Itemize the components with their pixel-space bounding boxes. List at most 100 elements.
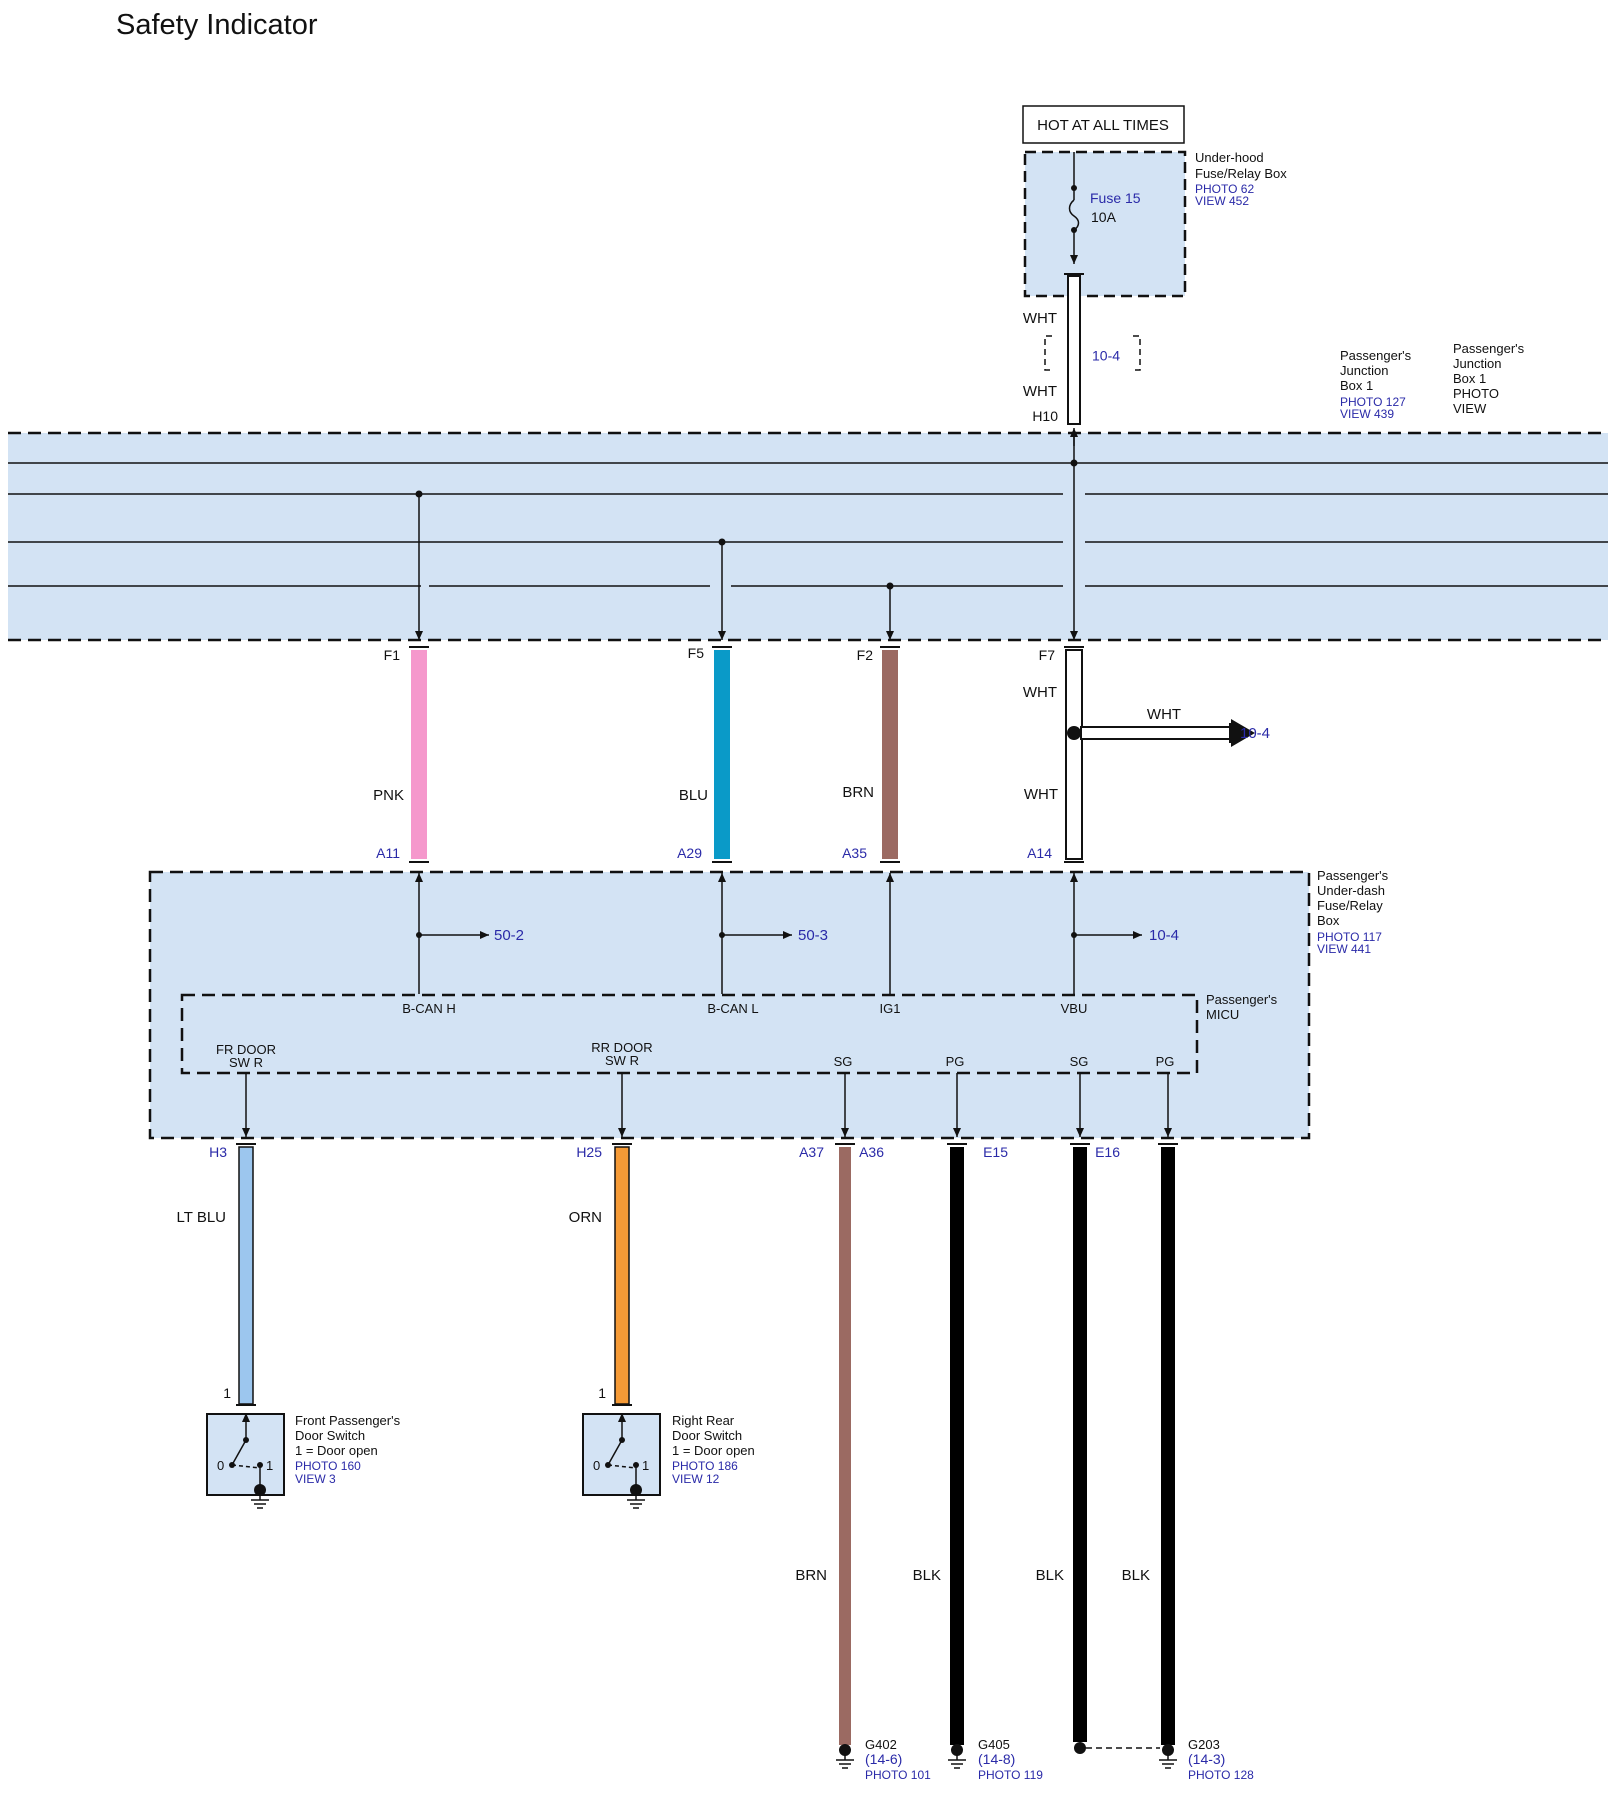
switch-2-label-3: 1 = Door open [672, 1443, 755, 1458]
lower-wire-blk [950, 1147, 964, 1745]
mid-wire-blu [714, 650, 730, 859]
top-wire-color-upper: WHT [1023, 310, 1057, 327]
front-passenger-door-switch: 1 0 1 Front Passenger's Door Switch 1 = … [206, 1385, 401, 1496]
underhood-box-label-1: Under-hood [1195, 150, 1264, 165]
branch-color-top: WHT [1023, 684, 1057, 701]
mid-wire-color-label: WHT [1024, 786, 1058, 803]
pin-f5: F5 [688, 645, 705, 661]
micu-pin-rrdoor-1: RR DOOR [591, 1040, 652, 1055]
jb-label-b-2: Junction [1453, 356, 1501, 371]
lower-wire-pin-label: A37 [799, 1144, 824, 1160]
micu-pin-pg-2: PG [1156, 1054, 1175, 1069]
ground-g203-ref: (14-3) [1188, 1751, 1225, 1767]
jb-view: VIEW 439 [1340, 407, 1394, 421]
switch-1-label-1: Front Passenger's [295, 1413, 401, 1428]
lower-wire-brn [839, 1147, 851, 1745]
underdash-label-2: Under-dash [1317, 883, 1385, 898]
ground-g405-ref: (14-8) [978, 1751, 1015, 1767]
jb-label-a-2: Junction [1340, 363, 1388, 378]
ground-symbols [251, 1484, 1177, 1769]
underhood-fuse-box [1023, 150, 1187, 298]
top-wht-wire [1067, 275, 1081, 425]
lower-wire-color-label: BLK [1122, 1567, 1150, 1584]
lower-wire-pin-label: E15 [983, 1144, 1008, 1160]
switch-1-pos0: 0 [217, 1458, 224, 1473]
jb-label-b-5: VIEW [1453, 401, 1487, 416]
switch-1-blade [231, 1439, 247, 1466]
top-wire-color-lower: WHT [1023, 383, 1057, 400]
mid-wire-color-label: BLU [679, 787, 708, 804]
hot-label: HOT AT ALL TIMES [1037, 117, 1169, 134]
lower-wire-blk [1073, 1147, 1087, 1742]
right-rear-door-switch: 1 0 1 Right Rear Door Switch 1 = Door op… [582, 1385, 755, 1496]
lower-wire-color-label: ORN [569, 1209, 602, 1226]
hot-label-box [1022, 105, 1185, 144]
mid-wire-pin-label: A11 [376, 845, 400, 861]
fuse-rating: 10A [1091, 209, 1117, 225]
micu-pin-bcanl: B-CAN L [707, 1001, 758, 1016]
pin-f7: F7 [1039, 647, 1056, 663]
switch-1-label-2: Door Switch [295, 1428, 365, 1443]
micu-pin-ig1: IG1 [880, 1001, 901, 1016]
ground-g405-photo: PHOTO 119 [978, 1768, 1043, 1782]
pin-f2: F2 [857, 647, 874, 663]
mid-wire-pin-label: A35 [842, 845, 867, 861]
ground-g405-name: G405 [978, 1737, 1010, 1752]
ground-g203-name: G203 [1188, 1737, 1220, 1752]
wht-branch-wire [1080, 726, 1232, 740]
micu-box [180, 993, 1199, 1075]
switch-1-pos1: 1 [266, 1458, 273, 1473]
ref-10-4-vbu: 10-4 [1149, 927, 1179, 944]
underdash-label-4: Box [1317, 913, 1340, 928]
lower-wire-pin-label: H25 [576, 1144, 602, 1160]
underdash-label-1: Passenger's [1317, 868, 1389, 883]
micu-pin-rrdoor-2: SW R [605, 1053, 639, 1068]
switch-2-pin: 1 [598, 1385, 606, 1401]
switch-2-link [607, 1464, 637, 1469]
micu-label-2: MICU [1206, 1007, 1239, 1022]
ground-icon-switch-2 [627, 1484, 645, 1509]
micu-pin-sg-1: SG [834, 1054, 853, 1069]
underhood-box-photo: PHOTO 62 [1195, 182, 1254, 196]
switch-2-view: VIEW 12 [672, 1472, 720, 1486]
jb-label-b-3: Box 1 [1453, 371, 1486, 386]
lower-wire-pin-label: E16 [1095, 1144, 1120, 1160]
branch-color-label: WHT [1147, 706, 1181, 723]
switch-1-view: VIEW 3 [295, 1472, 336, 1486]
underhood-box-view: VIEW 452 [1195, 194, 1249, 208]
micu-pin-vbu: VBU [1061, 1001, 1088, 1016]
switch-1-pin: 1 [223, 1385, 231, 1401]
ground-g402-name: G402 [865, 1737, 897, 1752]
mid-wire-brn [882, 650, 898, 859]
lower-wire-pin-label: A36 [859, 1144, 884, 1160]
lower-wire-lt-blu [238, 1146, 254, 1405]
lower-wire-pin-label: H3 [209, 1144, 227, 1160]
jb-label-a-3: Box 1 [1340, 378, 1373, 393]
underdash-label-3: Fuse/Relay [1317, 898, 1383, 913]
jb-label-b-4: PHOTO [1453, 386, 1499, 401]
ground-icon-g402 [836, 1744, 854, 1769]
ground-icon-g405 [948, 1744, 966, 1769]
ground-icon-g203 [1159, 1744, 1177, 1769]
switch-2-label-1: Right Rear [672, 1413, 735, 1428]
pin-h10: H10 [1032, 408, 1058, 424]
underdash-photo: PHOTO 117 [1317, 930, 1382, 944]
wht-branch-arrowhead [1229, 719, 1255, 747]
underdash-view: VIEW 441 [1317, 942, 1371, 956]
top-wire-connector-ref: 10-4 [1092, 348, 1120, 364]
ref-50-3: 50-3 [798, 927, 828, 944]
lower-wire-color-label: BLK [913, 1567, 941, 1584]
lower-wire-orn [614, 1146, 630, 1405]
mid-wire-wht [1065, 649, 1083, 860]
pin-f1: F1 [384, 647, 401, 663]
ground-icon-switch-1 [251, 1484, 269, 1509]
lower-wire-blk [1161, 1147, 1175, 1745]
micu-pin-pg-1: PG [946, 1054, 965, 1069]
switch-1-photo: PHOTO 160 [295, 1459, 361, 1473]
fuse-name: Fuse 15 [1090, 190, 1141, 206]
lower-wire-color-label: BRN [795, 1567, 827, 1584]
mid-wire-pin-label: A29 [677, 845, 702, 861]
mid-wire-color-label: BRN [842, 784, 874, 801]
